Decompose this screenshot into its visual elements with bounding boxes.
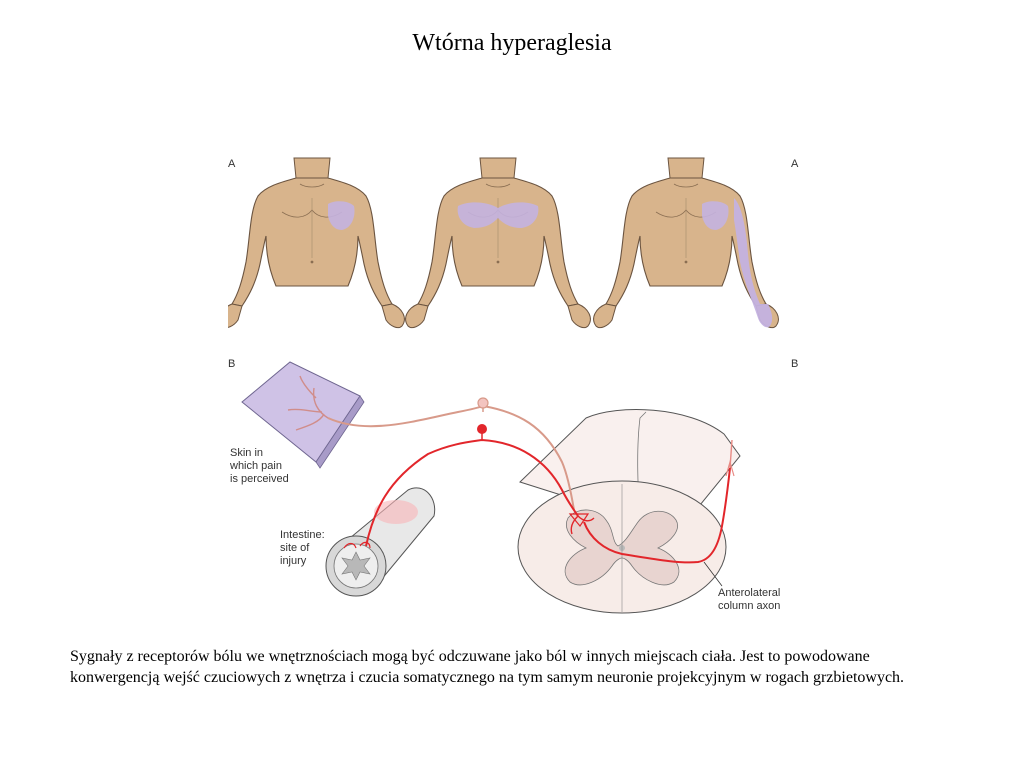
- axon-label-line1: Anterolateral: [718, 587, 780, 599]
- anterolateral-projection-neuron: [568, 439, 735, 564]
- somatic-afferent-neuron: [327, 397, 575, 511]
- torso-figure-2: [405, 157, 591, 329]
- skin-patch-icon: [241, 361, 365, 469]
- panel-letter-a-right: A: [791, 158, 799, 170]
- caption-line-2: konwergencją wejść czuciowych z wnętrza …: [70, 669, 905, 686]
- panel-letter-a-left: A: [228, 158, 236, 170]
- intestine-icon: [325, 487, 436, 597]
- slide-title: Wtórna hyperaglesia: [412, 30, 612, 56]
- caption-line-1: Sygnały z receptorów bólu we wnętrzności…: [70, 648, 870, 665]
- torso-figure-1: [219, 157, 405, 329]
- panel-letter-b-left: B: [228, 358, 236, 370]
- intestine-label-line2: site of: [280, 542, 310, 554]
- skin-label-line3: is perceived: [230, 473, 289, 485]
- intestine-label-line1: Intestine:: [280, 529, 325, 541]
- torso-figure-3: [593, 157, 779, 329]
- caption: Sygnały z receptorów bólu we wnętrzności…: [70, 646, 990, 688]
- visceral-afferent-neuron: [365, 424, 595, 547]
- skin-label-line1: Skin in: [230, 447, 263, 459]
- spinal-cord-icon: [517, 409, 741, 614]
- skin-label-line2: which pain: [229, 460, 282, 472]
- intestine-label-line3: injury: [280, 555, 307, 567]
- figure-svg: Skin in which pain is perceived Intestin…: [219, 157, 780, 614]
- axon-label-line2: column axon: [718, 600, 780, 612]
- referred-pain-figure: A A B B: [219, 150, 799, 620]
- panel-letter-b-right: B: [791, 358, 799, 370]
